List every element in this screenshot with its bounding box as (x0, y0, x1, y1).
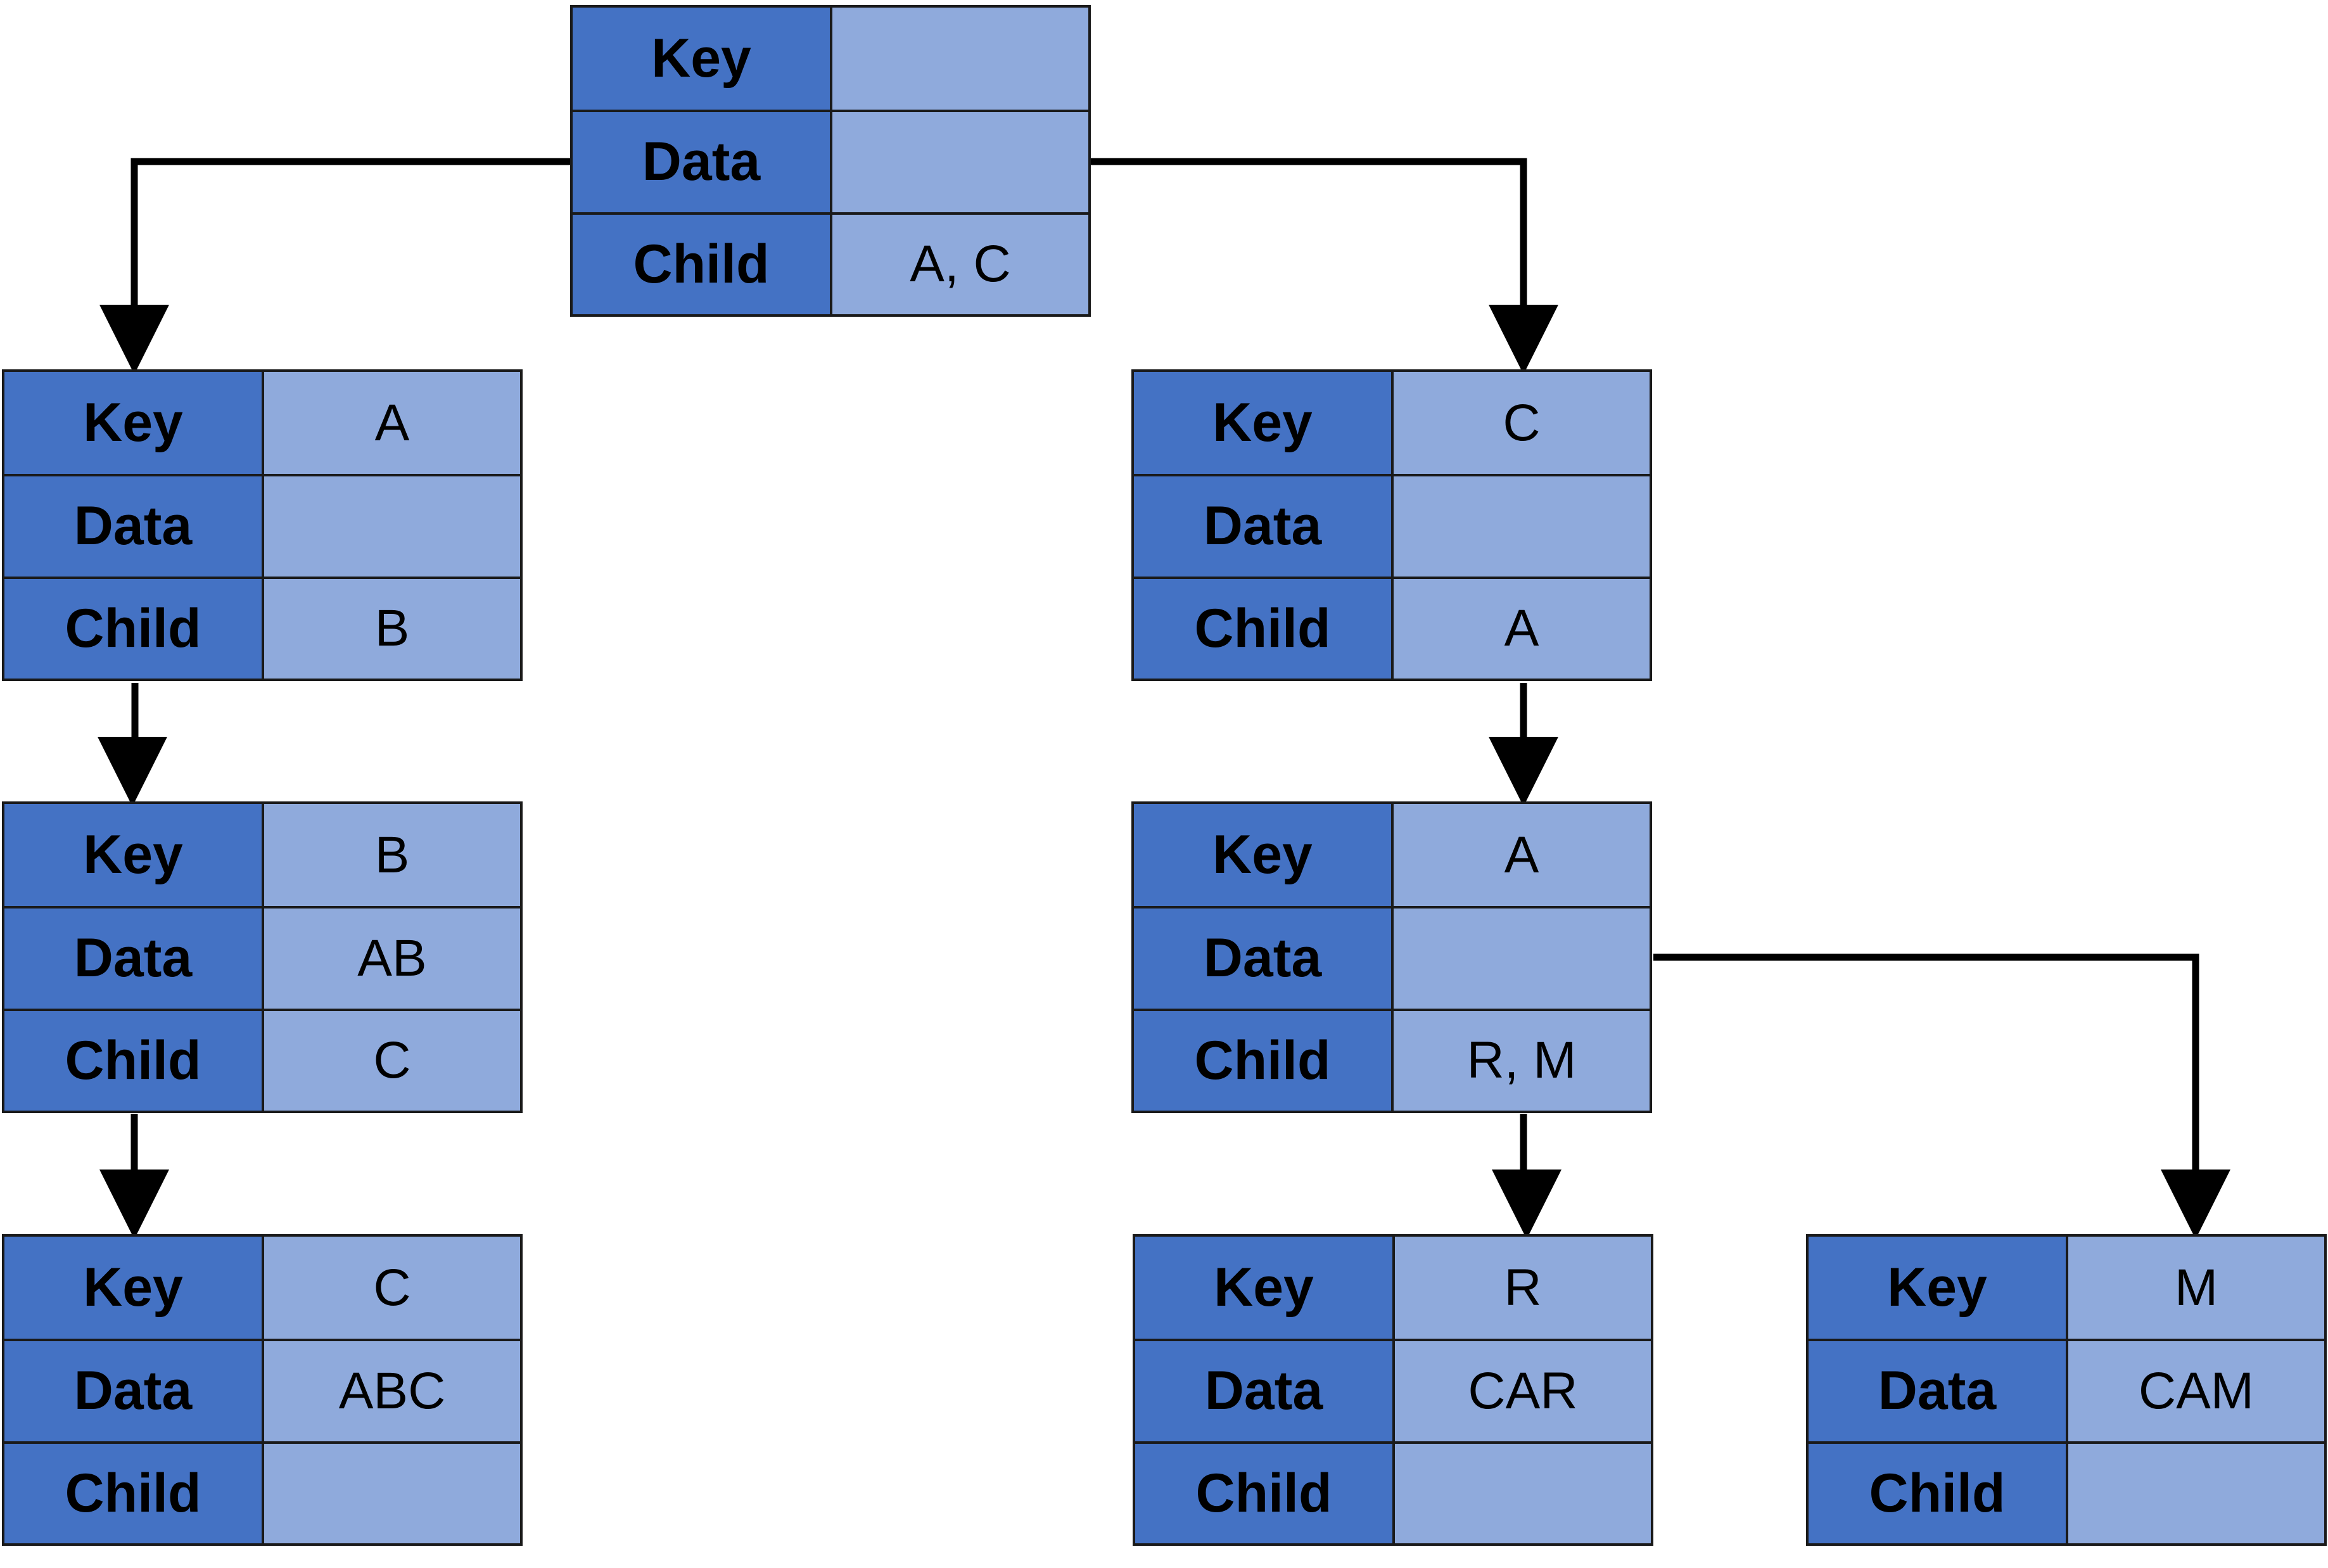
child-value (1395, 1441, 1651, 1543)
data-value: CAR (1395, 1339, 1651, 1441)
data-label: Data (4, 906, 264, 1009)
data-value (264, 474, 520, 577)
key-value: A (264, 372, 520, 475)
trie-node-root: Key Data Child A, C (570, 5, 1091, 317)
child-value: C (264, 1008, 520, 1111)
trie-node-c-left: Key C Data ABC Child (2, 1234, 523, 1546)
trie-node-a-left: Key A Data Child B (2, 369, 523, 681)
key-label: Key (1135, 1237, 1395, 1339)
data-value: AB (264, 906, 520, 1009)
child-value (2068, 1441, 2324, 1543)
key-label: Key (1809, 1237, 2068, 1339)
trie-node-c-right: Key C Data Child A (1131, 369, 1652, 681)
key-value: B (264, 804, 520, 907)
child-label: Child (4, 1441, 264, 1543)
child-value (264, 1441, 520, 1543)
edge-root-to-c (1091, 158, 1558, 374)
child-label: Child (1134, 1008, 1394, 1111)
child-label: Child (4, 576, 264, 679)
child-value: R, M (1394, 1008, 1650, 1111)
child-label: Child (1135, 1441, 1395, 1543)
child-label: Child (4, 1008, 264, 1111)
data-label: Data (1134, 906, 1394, 1009)
child-value: B (264, 576, 520, 679)
key-value (832, 8, 1088, 110)
trie-node-m-leaf: Key M Data CAM Child (1806, 1234, 2327, 1546)
trie-node-b-left: Key B Data AB Child C (2, 801, 523, 1113)
data-value: CAM (2068, 1339, 2324, 1441)
data-label: Data (4, 474, 264, 577)
key-label: Key (4, 1237, 264, 1339)
edge-a-to-b (98, 683, 167, 806)
edge-a-to-m (1653, 953, 2230, 1239)
key-value: A (1394, 804, 1650, 907)
child-value: A (1394, 576, 1650, 679)
data-label: Data (4, 1339, 264, 1441)
key-label: Key (1134, 372, 1394, 475)
key-value: M (2068, 1237, 2324, 1339)
key-value: C (264, 1237, 520, 1339)
data-value (1394, 474, 1650, 577)
data-value: ABC (264, 1339, 520, 1441)
key-label: Key (1134, 804, 1394, 907)
child-label: Child (573, 212, 832, 314)
key-value: C (1394, 372, 1650, 475)
child-label: Child (1809, 1441, 2068, 1543)
child-label: Child (1134, 576, 1394, 679)
trie-node-r-leaf: Key R Data CAR Child (1133, 1234, 1653, 1546)
edge-root-to-a (99, 158, 570, 374)
key-value: R (1395, 1237, 1651, 1339)
key-label: Key (573, 8, 832, 110)
key-label: Key (4, 804, 264, 907)
trie-node-a-right: Key A Data Child R, M (1131, 801, 1652, 1113)
data-label: Data (1135, 1339, 1395, 1441)
data-label: Data (1809, 1339, 2068, 1441)
child-value: A, C (832, 212, 1088, 314)
data-value (1394, 906, 1650, 1009)
data-value (832, 110, 1088, 212)
data-label: Data (573, 110, 832, 212)
edge-a-to-r (1492, 1114, 1562, 1239)
key-label: Key (4, 372, 264, 475)
data-label: Data (1134, 474, 1394, 577)
